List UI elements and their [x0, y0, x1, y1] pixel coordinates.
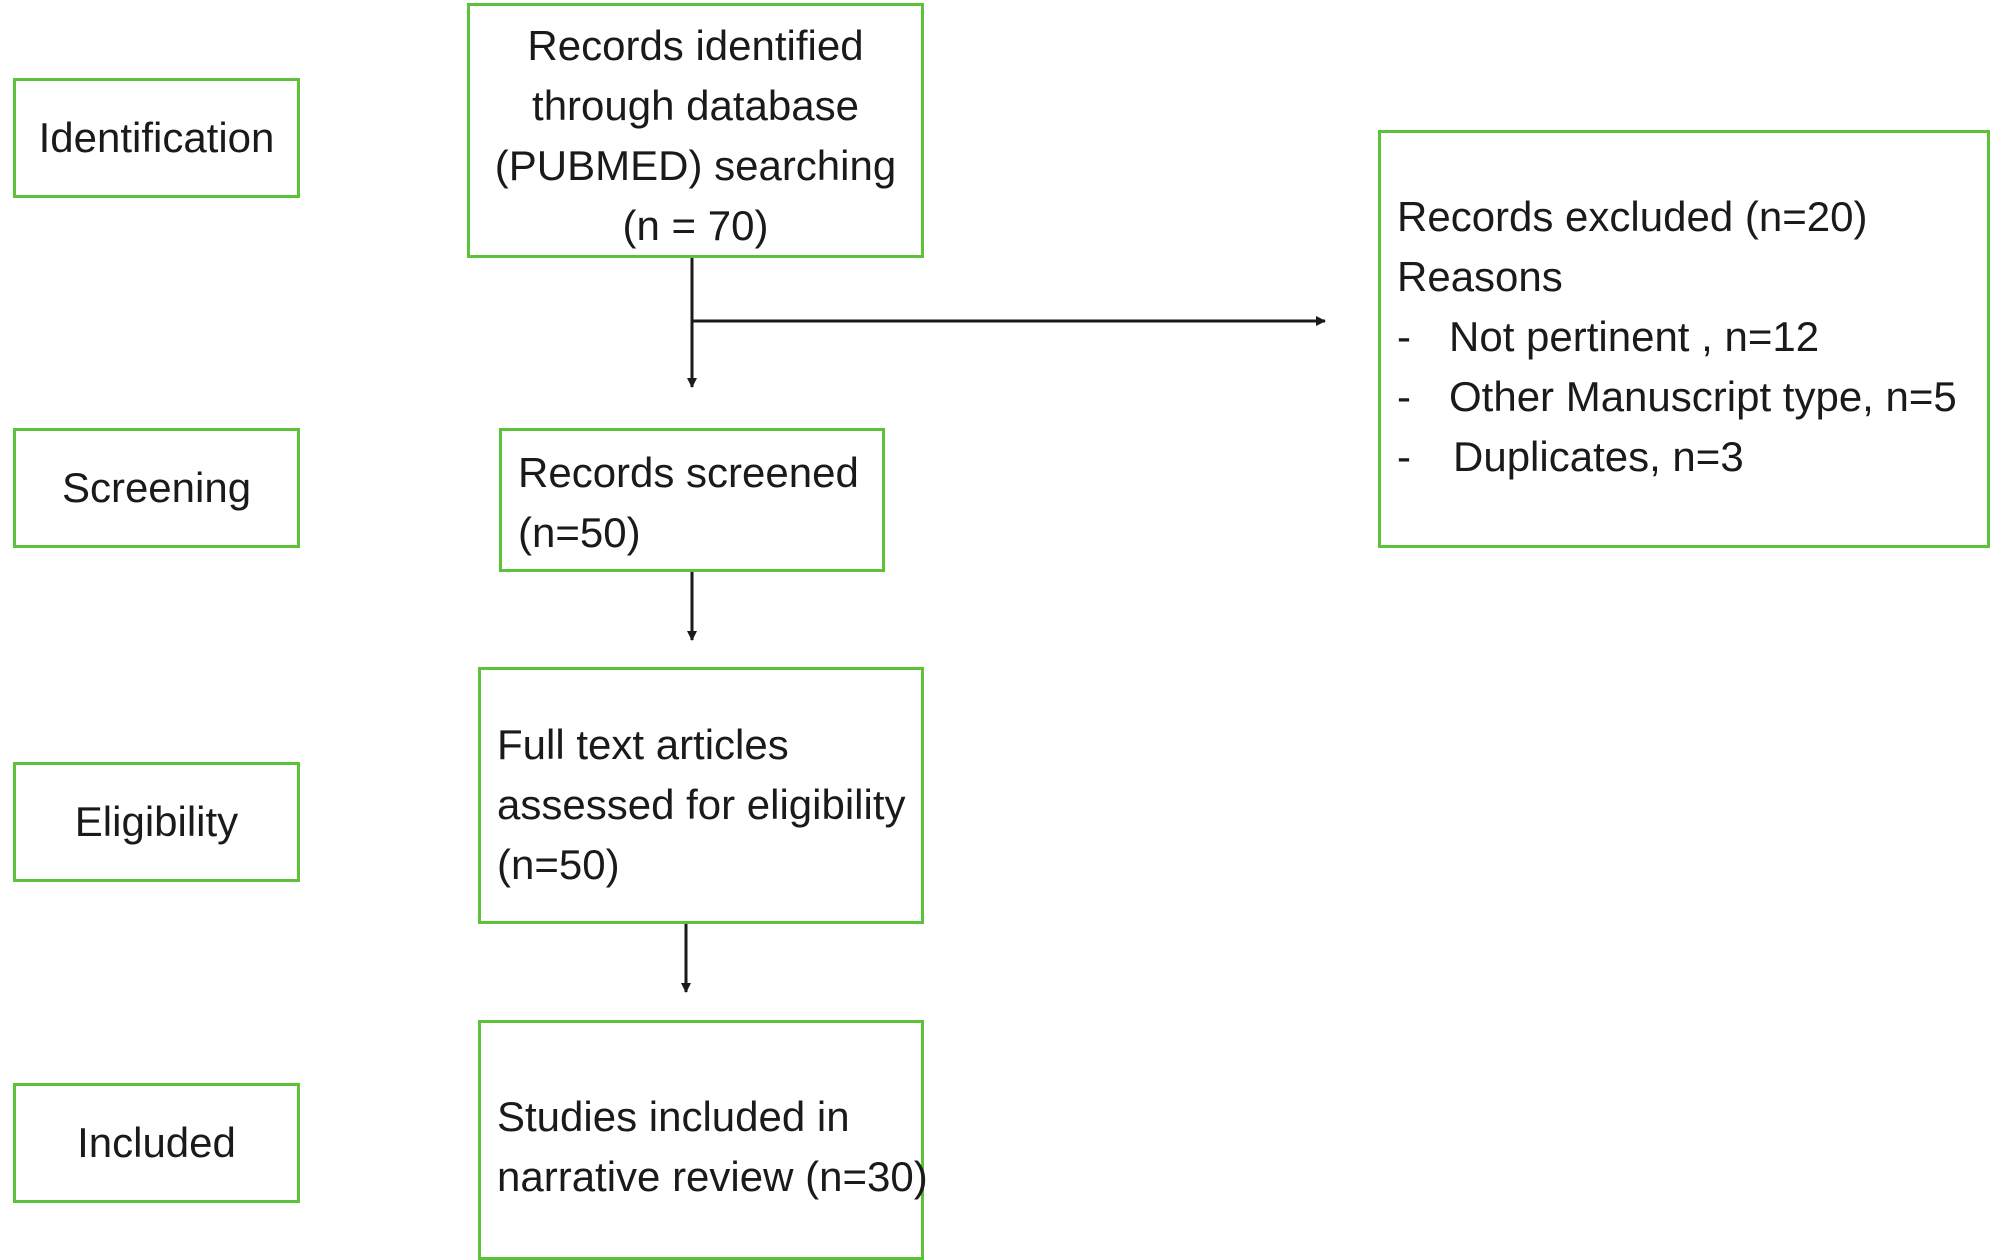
fulltext-assessed-line: assessed for eligibility	[497, 781, 906, 828]
reason-bullet: -	[1397, 373, 1411, 420]
stage-eligibility-label: Eligibility	[74, 798, 239, 845]
records-excluded-box: Records excluded (n=20) Reasons - Not pe…	[1378, 130, 1990, 548]
records-identified-line: (n = 70)	[622, 202, 769, 249]
records-identified-line: through database	[532, 82, 859, 129]
reason-bullet: -	[1397, 433, 1411, 480]
stage-included: Included	[13, 1083, 300, 1203]
reason-text: Duplicates, n=3	[1453, 433, 1744, 480]
exclusion-reason: - Not pertinent , n=12	[1397, 307, 1987, 367]
records-identified-line: Records identified	[527, 22, 864, 69]
records-identified-line: (PUBMED) searching	[494, 142, 897, 189]
stage-identification-label: Identification	[38, 114, 275, 161]
stage-identification: Identification	[13, 78, 300, 198]
stage-screening-label: Screening	[61, 464, 252, 511]
studies-included-line: narrative review (n=30)	[497, 1153, 928, 1200]
fulltext-assessed-line: Full text articles	[497, 721, 789, 768]
exclusion-reason: - Duplicates, n=3	[1397, 427, 1987, 487]
reasons-label: Reasons	[1397, 253, 1563, 300]
records-screened-line: Records screened	[518, 449, 859, 496]
stage-included-label: Included	[77, 1119, 236, 1166]
reason-bullet: -	[1397, 313, 1411, 360]
stage-screening: Screening	[13, 428, 300, 548]
stage-eligibility: Eligibility	[13, 762, 300, 882]
records-identified-box: Records identified through database (PUB…	[467, 3, 924, 258]
fulltext-assessed-line: (n=50)	[497, 841, 620, 888]
records-screened-box: Records screened (n=50)	[499, 428, 885, 572]
exclusion-reason: - Other Manuscript type, n=5	[1397, 367, 1987, 427]
studies-included-line: Studies included in	[497, 1093, 850, 1140]
reason-text: Not pertinent , n=12	[1449, 313, 1820, 360]
fulltext-assessed-box: Full text articles assessed for eligibil…	[478, 667, 924, 924]
studies-included-box: Studies included in narrative review (n=…	[478, 1020, 928, 1260]
reason-text: Other Manuscript type, n=5	[1449, 373, 1957, 420]
records-excluded-title: Records excluded (n=20)	[1397, 193, 1868, 240]
records-screened-line: (n=50)	[518, 509, 641, 556]
